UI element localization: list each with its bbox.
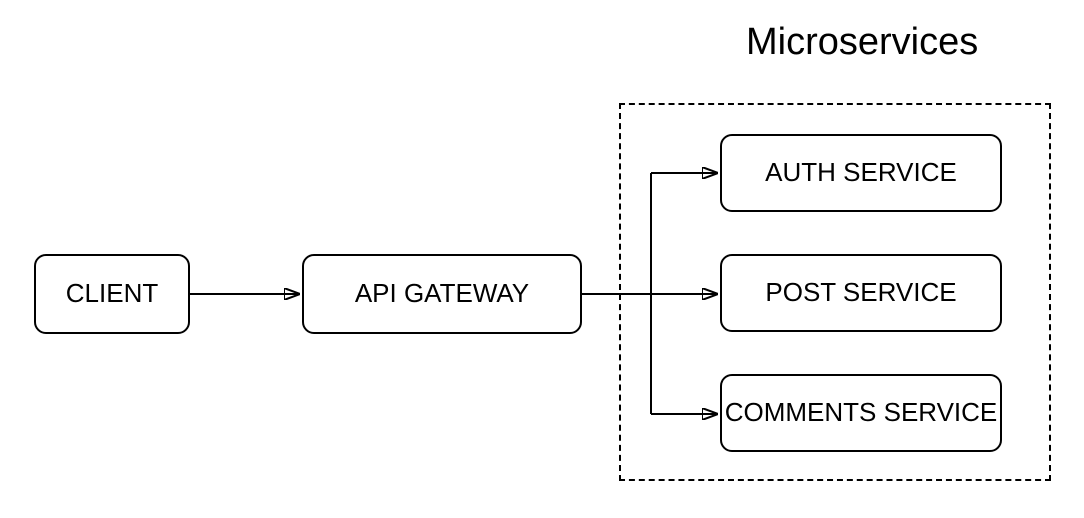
microservices-group-container — [619, 103, 1051, 481]
node-comments-service: COMMENTS SERVICE — [720, 374, 1002, 452]
node-client-label: CLIENT — [65, 278, 159, 309]
node-auth-service-label: AUTH SERVICE — [765, 157, 957, 188]
node-post-service-label: POST SERVICE — [765, 277, 957, 308]
node-auth-service: AUTH SERVICE — [720, 134, 1002, 212]
microservices-group-title: Microservices — [746, 21, 979, 63]
node-post-service: POST SERVICE — [720, 254, 1002, 332]
node-api-gateway-label: API GATEWAY — [354, 278, 530, 309]
node-client: CLIENT — [34, 254, 190, 334]
node-api-gateway: API GATEWAY — [302, 254, 582, 334]
node-comments-service-label: COMMENTS SERVICE — [724, 397, 998, 428]
